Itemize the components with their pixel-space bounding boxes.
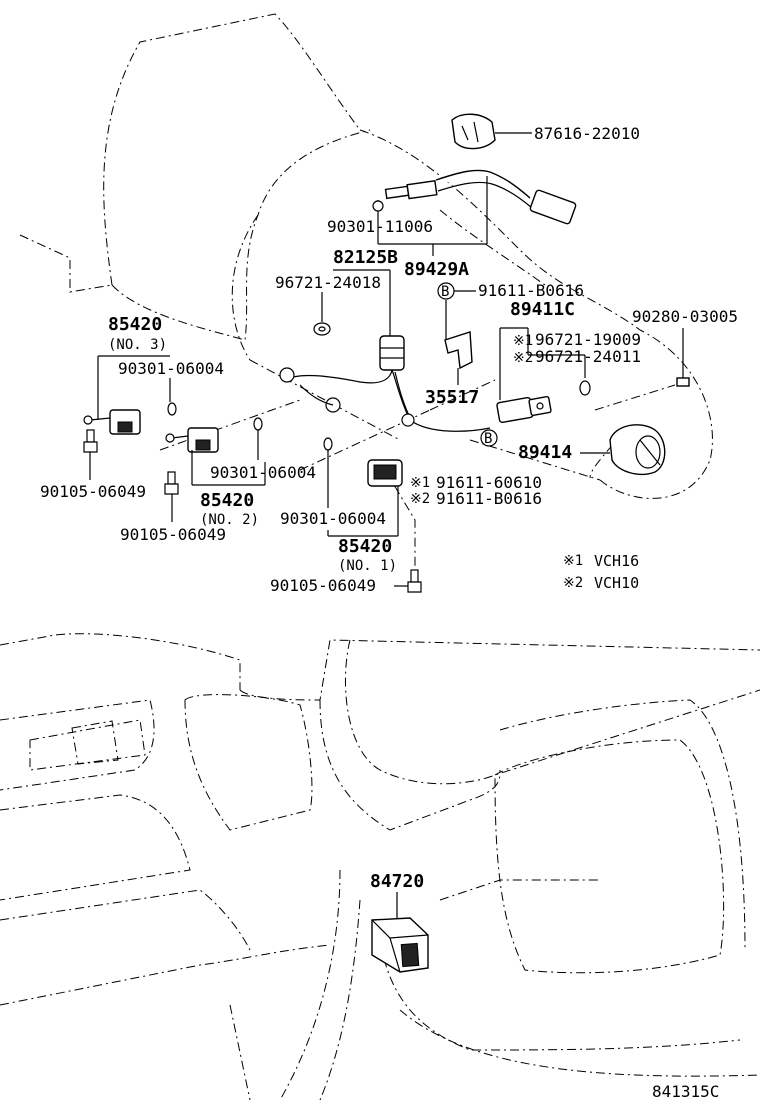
label-90301-06004-no1: 90301-06004 bbox=[280, 509, 386, 528]
marker-b-bottom-text: B bbox=[484, 431, 492, 447]
label-85420-no1: 85420 bbox=[338, 536, 392, 557]
sensor-89414 bbox=[609, 424, 666, 476]
gasket-90301-06004-no3 bbox=[167, 402, 177, 416]
label-85420-no2: 85420 bbox=[200, 490, 254, 511]
sensor-85420-no3 bbox=[83, 409, 141, 435]
gasket-90301-06004-no2 bbox=[253, 417, 263, 431]
label-no3: (NO. 3) bbox=[108, 337, 167, 353]
label-89414: 89414 bbox=[518, 442, 572, 463]
label-90301-11006: 90301-11006 bbox=[327, 217, 433, 236]
label-91611-b0616-bottom: 91611-B0616 bbox=[436, 489, 542, 508]
sensor-89411c bbox=[496, 396, 552, 424]
switch-84720 bbox=[371, 917, 429, 973]
label-35517: 35517 bbox=[425, 387, 479, 408]
diagram-reference-code: 841315C bbox=[652, 1082, 719, 1101]
label-87616-22010: 87616-22010 bbox=[534, 124, 640, 143]
label-91611-60610: 91611-60610 bbox=[436, 473, 542, 492]
bolt-90105-left bbox=[83, 429, 98, 453]
mark-1-b: ※1 bbox=[410, 475, 430, 491]
label-90105-06049-left: 90105-06049 bbox=[40, 482, 146, 501]
legend-text-2: VCH10 bbox=[594, 574, 639, 592]
legend-mark-1: ※1 bbox=[563, 553, 583, 569]
label-90301-06004-no2: 90301-06004 bbox=[210, 463, 316, 482]
sensor-89429a bbox=[384, 169, 577, 225]
bolt-marker-b-bottom bbox=[480, 429, 498, 447]
gasket-90301-06004-no1 bbox=[323, 437, 333, 451]
bolt-90105-mid bbox=[164, 471, 179, 495]
label-91611-b0616-top: 91611-B0616 bbox=[478, 281, 584, 300]
legend-text-1: VCH16 bbox=[594, 552, 639, 570]
mark-2-a: ※2 bbox=[513, 350, 533, 366]
clip-90280-03005 bbox=[676, 377, 690, 387]
sensor-85420-no1 bbox=[367, 459, 403, 487]
bolt-90105-bottom bbox=[407, 569, 422, 593]
section-outline-top-right bbox=[439, 209, 546, 286]
label-96721-19009: 96721-19009 bbox=[535, 330, 641, 349]
vehicle-outline-upper bbox=[19, 13, 713, 585]
label-90105-06049-bottom: 90105-06049 bbox=[270, 576, 376, 595]
label-84720: 84720 bbox=[370, 871, 424, 892]
label-no1: (NO. 1) bbox=[338, 558, 397, 574]
bracket-35517 bbox=[444, 331, 473, 370]
label-89429a: 89429A bbox=[404, 259, 469, 280]
grommet-inner bbox=[318, 326, 326, 332]
label-90105-06049-mid: 90105-06049 bbox=[120, 525, 226, 544]
label-no2: (NO. 2) bbox=[200, 512, 259, 528]
label-96721-24011: 96721-24011 bbox=[535, 347, 641, 366]
label-90280-03005: 90280-03005 bbox=[632, 307, 738, 326]
grommet-96721-19009 bbox=[579, 380, 591, 396]
label-85420-no3: 85420 bbox=[108, 314, 162, 335]
mark-2-b: ※2 bbox=[410, 491, 430, 507]
label-96721-24018: 96721-24018 bbox=[275, 273, 381, 292]
gasket-90301-11006 bbox=[372, 200, 384, 212]
label-82125b: 82125B bbox=[333, 247, 398, 268]
label-90301-06004-no3: 90301-06004 bbox=[118, 359, 224, 378]
marker-b-top-text: B bbox=[441, 284, 449, 300]
harness-clamp-3 bbox=[401, 413, 415, 427]
connector-82125b bbox=[379, 335, 405, 371]
harness-clamp-1 bbox=[279, 367, 295, 383]
label-89411c: 89411C bbox=[510, 299, 575, 320]
mark-1-a: ※1 bbox=[513, 333, 533, 349]
sensor-85420-no2 bbox=[165, 427, 219, 453]
clip-87616 bbox=[451, 113, 496, 150]
legend: ※1 VCH16 ※2 VCH10 bbox=[563, 552, 639, 592]
legend-mark-2: ※2 bbox=[563, 575, 583, 591]
vehicle-outline-lower bbox=[0, 633, 760, 1101]
